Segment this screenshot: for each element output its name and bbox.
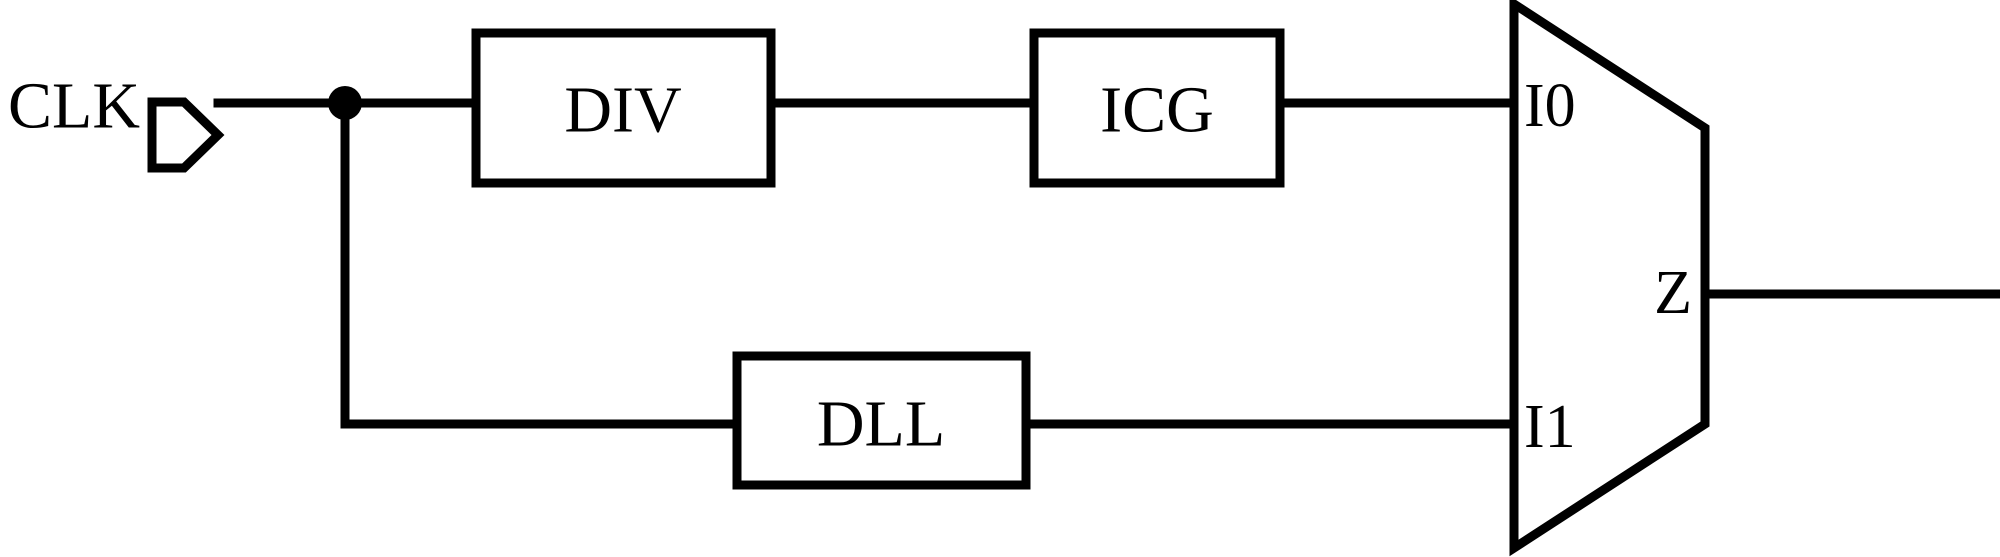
block-div-label: DIV	[564, 74, 681, 147]
mux-pin-z-label: Z	[1654, 259, 1692, 327]
clk-fanout-dot	[328, 86, 362, 120]
block-mux[interactable]	[1509, 0, 1710, 557]
clk-input-port[interactable]	[147, 97, 225, 173]
wire-junction-to-dll	[340, 98, 742, 429]
mux-pin-i1-label: I1	[1524, 393, 1576, 461]
clk-signal-label: CLK	[8, 70, 140, 143]
block-dll[interactable]	[732, 351, 1031, 490]
block-div[interactable]	[471, 28, 776, 188]
block-dll-label: DLL	[817, 388, 945, 461]
mux-pin-i0-label: I0	[1524, 72, 1576, 140]
block-icg[interactable]	[1029, 28, 1285, 188]
block-icg-label: ICG	[1100, 74, 1214, 147]
